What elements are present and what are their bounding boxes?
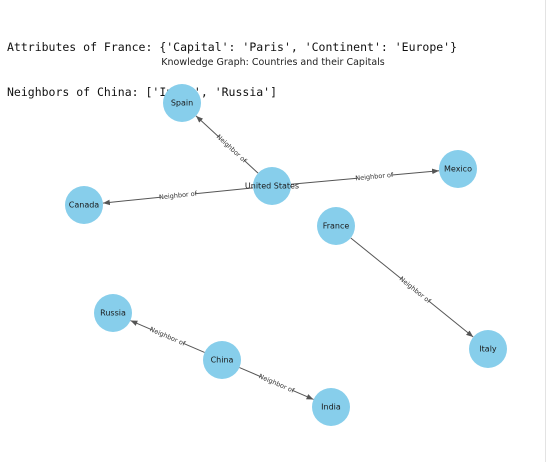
node-label: United States: [245, 182, 299, 191]
edge-label: Neighbor of: [148, 325, 187, 348]
edge-label: Neighbor of: [159, 190, 198, 202]
node-france: France: [317, 207, 355, 245]
edge-label-background: [357, 171, 392, 183]
edge-label: Neighbor of: [355, 171, 394, 182]
node-circle: [253, 167, 291, 205]
node-label: Italy: [479, 345, 497, 354]
node-russia: Russia: [94, 294, 132, 332]
node-circle: [317, 207, 355, 245]
edge-label-background: [216, 134, 247, 164]
node-label: Mexico: [444, 165, 472, 174]
node-canada: Canada: [65, 186, 103, 224]
graph-title: Knowledge Graph: Countries and their Cap…: [161, 57, 385, 68]
edge-label-group-us-mexico: Neighbor of: [355, 171, 394, 182]
node-circle: [163, 84, 201, 122]
node-circle: [439, 150, 477, 188]
node-label: Russia: [100, 309, 126, 318]
edge-label-group-us-spain: Neighbor of: [215, 133, 249, 165]
node-circle: [203, 341, 241, 379]
node-label: China: [211, 356, 234, 365]
node-italy: Italy: [469, 330, 507, 368]
node-label: France: [323, 222, 350, 231]
node-china: China: [203, 341, 241, 379]
node-circle: [312, 388, 350, 426]
edge-label-group-china-india: Neighbor of: [257, 372, 296, 395]
edges-layer: [102, 115, 474, 400]
node-spain: Spain: [163, 84, 201, 122]
node-circle: [65, 186, 103, 224]
edge-label: Neighbor of: [398, 275, 433, 306]
node-label: Spain: [171, 99, 193, 108]
edge-labels-layer: Neighbor of Neighbor of Neighbor of Neighbo…: [148, 133, 432, 395]
node-united-states: United States: [245, 167, 299, 205]
edge-label-group-us-canada: Neighbor of: [159, 190, 198, 202]
console-line-france-attributes: Attributes of France: {'Capital': 'Paris…: [7, 40, 458, 54]
node-label: India: [321, 403, 341, 412]
node-india: India: [312, 388, 350, 426]
edge-label-group-france-italy: Neighbor of: [398, 275, 433, 306]
edge-label-background: [399, 276, 431, 304]
edge-label-background: [150, 326, 185, 347]
node-label: Canada: [69, 201, 100, 210]
node-mexico: Mexico: [439, 150, 477, 188]
node-circle: [469, 330, 507, 368]
edge-label-background: [160, 189, 196, 202]
edge-label-background: [259, 373, 294, 394]
node-circle: [94, 294, 132, 332]
edge-label: Neighbor of: [215, 133, 249, 165]
edge-label: Neighbor of: [257, 372, 296, 395]
edge-label-group-china-russia: Neighbor of: [148, 325, 187, 348]
